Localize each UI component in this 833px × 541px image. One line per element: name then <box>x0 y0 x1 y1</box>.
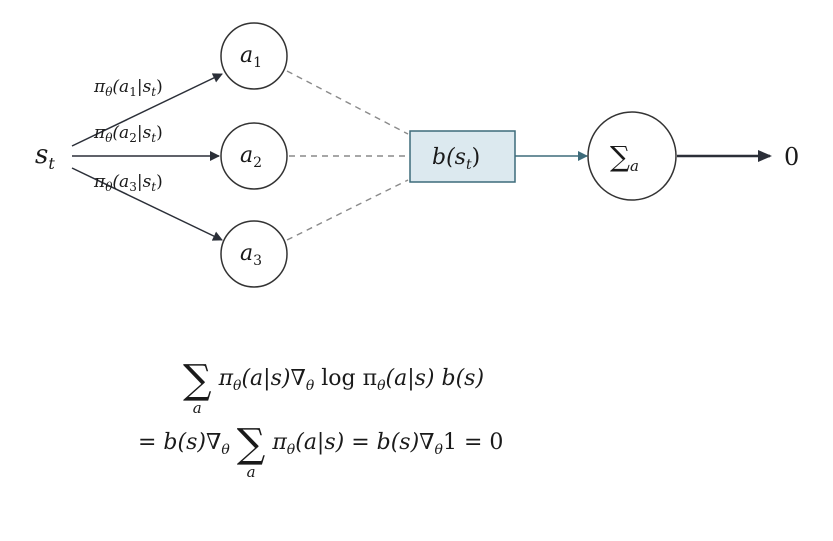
dashed-edge-a3-baseline <box>286 179 409 241</box>
action-label-a1: a1 <box>240 43 262 71</box>
edge-label-a1: πθ(a1|st) <box>93 77 163 99</box>
edge-label-a3: πθ(a3|st) <box>93 172 163 194</box>
baseline-box <box>409 130 516 183</box>
action-node-a2 <box>220 122 288 190</box>
edge-state-a1 <box>71 73 223 147</box>
output-value: 0 <box>784 143 799 171</box>
sum-symbol: ∑ a <box>183 357 212 417</box>
equation-line-1: ∑ a πθ(a|s)∇θ log πθ(a|s) b(s) <box>183 357 485 417</box>
sum-symbol-2: ∑ a <box>236 421 266 481</box>
action-node-a3 <box>220 220 288 288</box>
sum-label: ∑a <box>610 140 639 175</box>
action-label-a3: a3 <box>240 241 262 269</box>
equation-line-2: = b(s)∇θ ∑ a πθ(a|s) = b(s)∇θ1 = 0 <box>138 421 504 481</box>
baseline-label: b(st) <box>432 145 480 173</box>
policy-baseline-diagram: st a1 a2 a3 πθ(a1|st) πθ(a2|st) πθ(a3|st… <box>35 22 799 288</box>
edge-state-a3 <box>71 167 223 241</box>
action-label-a2: a2 <box>240 143 262 171</box>
state-node: st <box>35 140 55 173</box>
sum-node <box>587 111 677 201</box>
dashed-edge-a1-baseline <box>286 70 409 135</box>
edge-label-a2: πθ(a2|st) <box>93 123 163 145</box>
action-node-a1 <box>220 22 288 90</box>
